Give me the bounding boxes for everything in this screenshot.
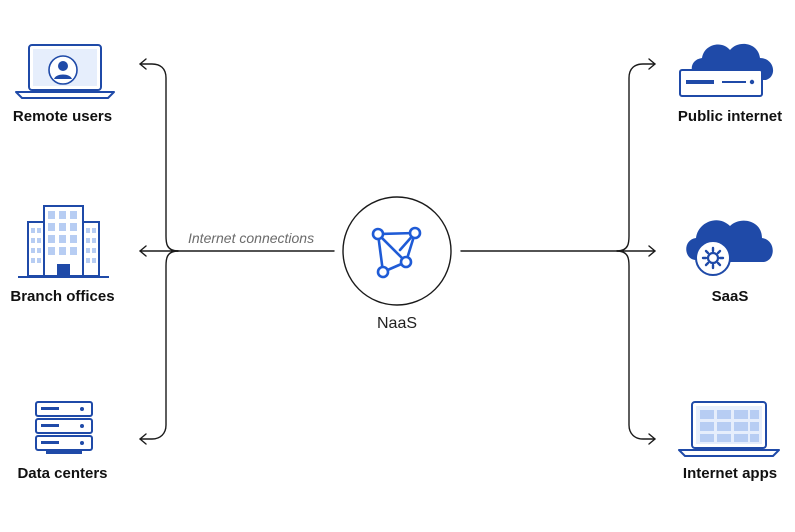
connector-to-data-centers [139, 250, 179, 440]
hub-label: NaaS [376, 315, 418, 332]
network-nodes-icon [371, 226, 422, 279]
laptop-user-icon [15, 44, 115, 99]
node-label-branch-offices: Branch offices [10, 288, 115, 305]
node-label-internet-apps: Internet apps [682, 465, 778, 482]
connector-to-internet-apps [616, 250, 656, 440]
node-label-public-internet: Public internet [677, 108, 783, 125]
cloud-server-icon [679, 43, 774, 97]
arrowhead-data-centers [139, 433, 147, 445]
arrowhead-remote-users [139, 58, 147, 70]
connector-to-public-internet [616, 63, 656, 252]
node-label-saas: SaaS [711, 288, 749, 305]
office-building-icon [18, 205, 109, 278]
arrowhead-saas [648, 245, 656, 257]
arrowhead-internet-apps [648, 433, 656, 445]
cloud-gear-icon [686, 220, 773, 276]
node-label-remote-users: Remote users [12, 108, 113, 125]
server-rack-icon [35, 401, 93, 454]
internet-connections-label: Internet connections [188, 230, 315, 246]
node-label-data-centers: Data centers [17, 465, 108, 482]
hub-circle [342, 196, 452, 306]
connector-to-remote-users [139, 63, 179, 252]
arrowhead-public-internet [648, 58, 656, 70]
laptop-apps-icon [678, 401, 780, 457]
arrowhead-branch-offices [139, 245, 147, 257]
